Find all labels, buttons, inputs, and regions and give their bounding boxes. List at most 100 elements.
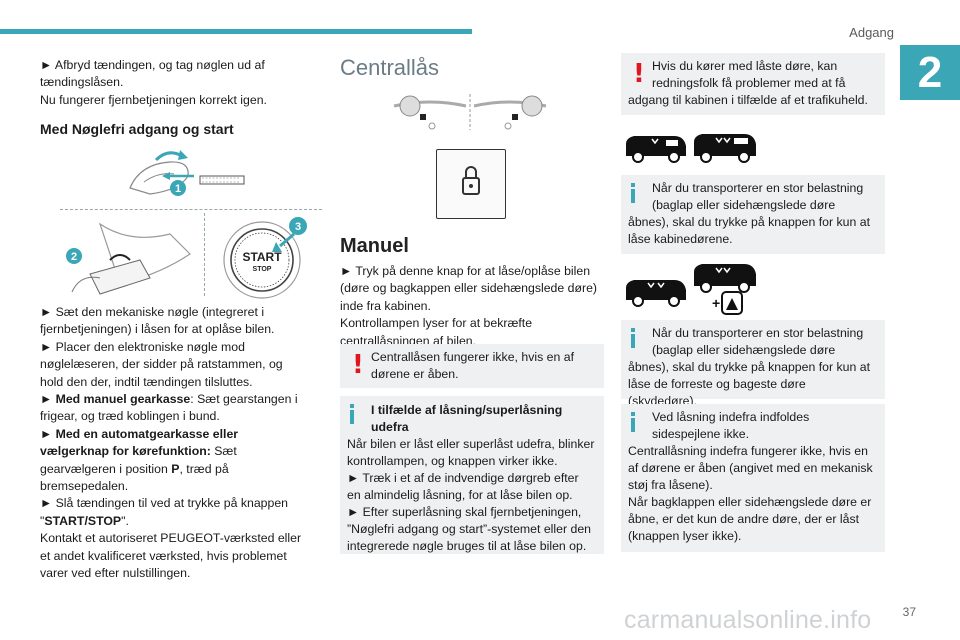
instruction-line: ► Slå tændingen til ved at trykke på kna… bbox=[40, 496, 289, 511]
info-line: ”Nøglefri adgang og start”-systemet elle… bbox=[347, 522, 591, 536]
left-instructions: ► Sæt den mekaniske nøgle (integreret i … bbox=[40, 304, 325, 583]
info-line: (knappen lyser ikke). bbox=[628, 529, 742, 543]
warning-icon: ! bbox=[352, 350, 364, 380]
svg-text:3: 3 bbox=[295, 221, 301, 233]
chapter-badge: 2 bbox=[900, 45, 960, 100]
svg-text:+: + bbox=[712, 295, 720, 311]
warning-text: Centrallåsen fungerer ikke, hvis en af bbox=[371, 350, 575, 364]
key-insertion-illustration: 1 bbox=[129, 150, 245, 196]
watermark: carmanualsonline.info bbox=[624, 606, 872, 634]
instruction-line: ► Med en automatgearkasse eller bbox=[40, 426, 239, 441]
info-box: Når du transporterer en stor belastning … bbox=[621, 320, 885, 408]
info-line: sidespejlene ikke. bbox=[652, 427, 750, 441]
divider bbox=[204, 213, 205, 296]
info-line: (baglap eller sidehængslede døre bbox=[652, 198, 836, 212]
instruction-line: Kontakt et autoriseret PEUGEOT-værksted … bbox=[40, 531, 302, 546]
info-line: integrerede nøgle bruges til at låse bil… bbox=[347, 539, 587, 553]
intro-line: ► Afbryd tændingen, og tag nøglen ud af bbox=[40, 58, 265, 72]
van-icon bbox=[626, 136, 686, 163]
instruction-line: vælgerknap for kørefunktion: Sæt bbox=[40, 444, 237, 459]
info-line: ► Efter superlåsning skal fjernbetjening… bbox=[347, 505, 582, 519]
info-box: Når du transporterer en stor belastning … bbox=[621, 175, 885, 254]
key-icon bbox=[199, 175, 245, 185]
body-line: Kontrollampen lyser for at bekræfte bbox=[340, 316, 533, 331]
key-reader-illustration: 2 bbox=[66, 222, 191, 295]
instruction-line: hold den der, indtil tændingen tilslutte… bbox=[40, 374, 253, 389]
instruction-line: nøglelæseren, der sidder på ratstammen, … bbox=[40, 357, 283, 372]
info-line: en almindelig låsning, for at låse bilen… bbox=[347, 488, 573, 502]
warning-text: dørene er åben. bbox=[371, 367, 459, 381]
info-line: Når du transporterer en stor belastning bbox=[652, 326, 864, 340]
info-line: Når bagklappen eller sidehængslede døre … bbox=[628, 495, 872, 509]
subsection-title: Manuel bbox=[340, 235, 409, 257]
stop-label: STOP bbox=[253, 266, 272, 273]
info-line: kontrollampen, og knappen virker ikke. bbox=[347, 454, 558, 468]
info-box: Ved låsning indefra indfoldes sidespejle… bbox=[621, 404, 885, 552]
lock-icon bbox=[462, 166, 480, 195]
instruction-line: fjernbetjeningen) i låsen for at oplåse … bbox=[40, 322, 275, 337]
info-line: af dørene er åben (angivet med en mekani… bbox=[628, 461, 873, 475]
instruction-line: gearvælgeren i position P, træd på bbox=[40, 461, 229, 476]
vans-cabin-illustration bbox=[626, 134, 756, 163]
info-line: åbnes), skal du trykke på knappen for ku… bbox=[628, 360, 870, 374]
info-line: Når du transporterer en stor belastning bbox=[652, 181, 864, 195]
instruction-line: ► Med manuel gearkasse: Sæt gearstangen … bbox=[40, 392, 298, 407]
intro-line: Nu fungerer fjernbetjeningen korrekt ige… bbox=[40, 92, 267, 107]
info-title: udefra bbox=[371, 420, 409, 434]
warning-box: ! Hvis du kører med låste døre, kan redn… bbox=[621, 53, 885, 115]
header-accent-bar bbox=[0, 29, 472, 34]
divider bbox=[60, 209, 322, 210]
instruction-line: ► Placer den elektroniske nøgle mod bbox=[40, 339, 245, 354]
info-line: ► Træk i et af de indvendige dørgreb eft… bbox=[347, 471, 579, 485]
page-title: Centrallås bbox=[340, 55, 440, 80]
info-icon bbox=[631, 412, 635, 432]
instruction-line: et andet kvalificeret værksted, hvis pro… bbox=[40, 548, 287, 563]
manual-body: ► Tryk på denne knap for at låse/oplåse … bbox=[340, 263, 605, 350]
instruction-line: bremsepedalen. bbox=[40, 479, 129, 494]
info-line: åbne, er det kun de andre døre, der er l… bbox=[628, 512, 860, 526]
instruction-line: frigear, og træd koblingen i bund. bbox=[40, 409, 220, 424]
start-label: START bbox=[242, 250, 282, 264]
intro-line: tændingslåsen. bbox=[40, 75, 124, 90]
van-icon bbox=[694, 264, 756, 293]
central-lock-button bbox=[436, 149, 506, 219]
left-intro: ► Afbryd tændingen, og tag nøglen ud af … bbox=[40, 57, 325, 109]
section-title: Adgang bbox=[849, 25, 894, 40]
callout-1 bbox=[170, 180, 186, 196]
info-icon bbox=[631, 183, 635, 203]
info-title: I tilfælde af låsning/superlåsning bbox=[371, 403, 563, 417]
callout-3 bbox=[289, 217, 307, 235]
warning-text: Hvis du kører med låste døre, kan bbox=[652, 59, 838, 73]
vans-doors-illustration: + bbox=[626, 264, 756, 315]
info-line: åbnes), skal du trykke på knappen for ku… bbox=[628, 215, 870, 229]
page-number: 37 bbox=[902, 605, 916, 619]
body-line: (døre og bagkappen eller sidehængslede d… bbox=[340, 281, 598, 296]
instruction-line: ► Sæt den mekaniske nøgle (integreret i bbox=[40, 305, 265, 319]
section-heading: Med Nøglefri adgang og start bbox=[40, 121, 234, 137]
start-stop-illustration: START STOP 3 bbox=[223, 217, 307, 299]
van-icon bbox=[626, 280, 686, 307]
warning-text: redningsfolk få problemer med at få bbox=[652, 76, 846, 90]
callout-2 bbox=[66, 248, 82, 264]
svg-text:1: 1 bbox=[175, 183, 181, 195]
info-line: Centrallåsning indefra fungerer ikke, hv… bbox=[628, 444, 868, 458]
warning-icon: ! bbox=[633, 59, 645, 89]
info-icon bbox=[350, 404, 354, 424]
body-line: ► Tryk på denne knap for at låse/oplåse … bbox=[340, 264, 591, 278]
steering-wheel-icon bbox=[393, 95, 467, 130]
van-icon bbox=[694, 134, 756, 163]
info-line: (baglap eller sidehængslede døre bbox=[652, 343, 836, 357]
instruction-line: "START/STOP". bbox=[40, 513, 129, 528]
info-line: Ved låsning indefra indfoldes bbox=[652, 410, 810, 424]
steering-wheels-illustration bbox=[393, 94, 547, 130]
warning-text: adgang til kabinen i tilfælde af et traf… bbox=[628, 93, 868, 107]
info-box: I tilfælde af låsning/superlåsning udefr… bbox=[340, 396, 604, 554]
info-line: støj fra låsene). bbox=[628, 478, 713, 492]
info-line: Når bilen er låst eller superlåst udefra… bbox=[347, 437, 595, 451]
svg-text:2: 2 bbox=[71, 251, 77, 263]
info-line: låse kabinedørene. bbox=[628, 232, 733, 246]
instruction-line: varer ved efter nulstillingen. bbox=[40, 566, 191, 581]
body-line: inde fra kabinen. bbox=[340, 298, 431, 313]
warning-box: ! Centrallåsen fungerer ikke, hvis en af… bbox=[340, 344, 604, 388]
info-icon bbox=[631, 328, 635, 348]
